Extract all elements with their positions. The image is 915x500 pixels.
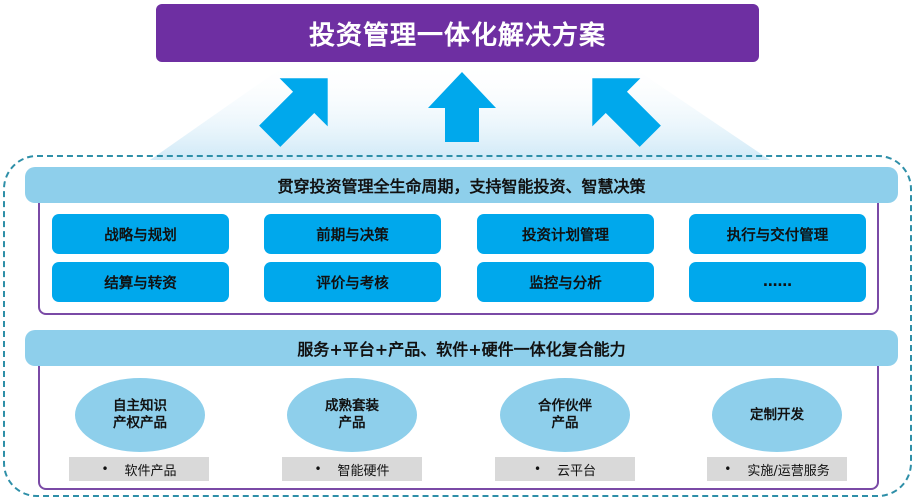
module-execution-delivery: 执行与交付管理 [689,214,866,254]
lifecycle-band: 贯穿投资管理全生命周期，支持智能投资、智慧决策 [25,167,898,203]
module-investment-plan: 投资计划管理 [477,214,654,254]
tag-label: 云平台 [557,463,597,479]
up-left-arrow-icon [592,78,661,147]
bullet-icon: • [533,462,542,476]
module-strategy-planning: 战略与规划 [52,214,229,254]
bullet-icon: • [724,462,732,476]
module-evaluation-assessment: 评价与考核 [264,262,441,302]
page-title: 投资管理一体化解决方案 [156,4,759,62]
capabilities-band: 服务+平台+产品、软件+硬件一体化复合能力 [25,330,898,366]
capability-line: 合作伙伴 [538,398,592,414]
capability-line: 定制开发 [750,406,804,423]
capability-line: 成熟套装 [325,398,379,414]
tag-cloud-platform: • 云平台 [495,457,635,481]
capability-line: 产权产品 [113,415,167,431]
module-more: …… [689,262,866,302]
solution-frame [3,155,912,497]
capability-own-ip-products: 自主知识 产权产品 [75,378,205,452]
capability-partner-products: 合作伙伴 产品 [500,378,630,452]
capability-packaged-products: 成熟套装 产品 [287,378,417,452]
capability-line: 自主知识 [113,398,167,414]
capability-line: 产品 [338,415,366,431]
tag-implementation-ops: • 实施/运营服务 [707,457,847,481]
module-monitoring-analysis: 监控与分析 [477,262,654,302]
module-settlement-transfer: 结算与转资 [52,262,229,302]
up-right-arrow-icon [259,78,328,147]
tag-label: 智能硬件 [337,463,390,479]
tag-label: 实施/运营服务 [747,463,830,479]
up-arrow-icon [428,72,496,142]
capability-custom-development: 定制开发 [712,378,842,452]
tag-label: 软件产品 [124,463,177,479]
capability-line: 产品 [551,415,579,431]
bullet-icon: • [314,462,322,476]
tag-smart-hardware: • 智能硬件 [282,457,422,481]
bullet-icon: • [101,462,109,476]
tag-software-products: • 软件产品 [69,457,209,481]
module-preliminary-decision: 前期与决策 [264,214,441,254]
